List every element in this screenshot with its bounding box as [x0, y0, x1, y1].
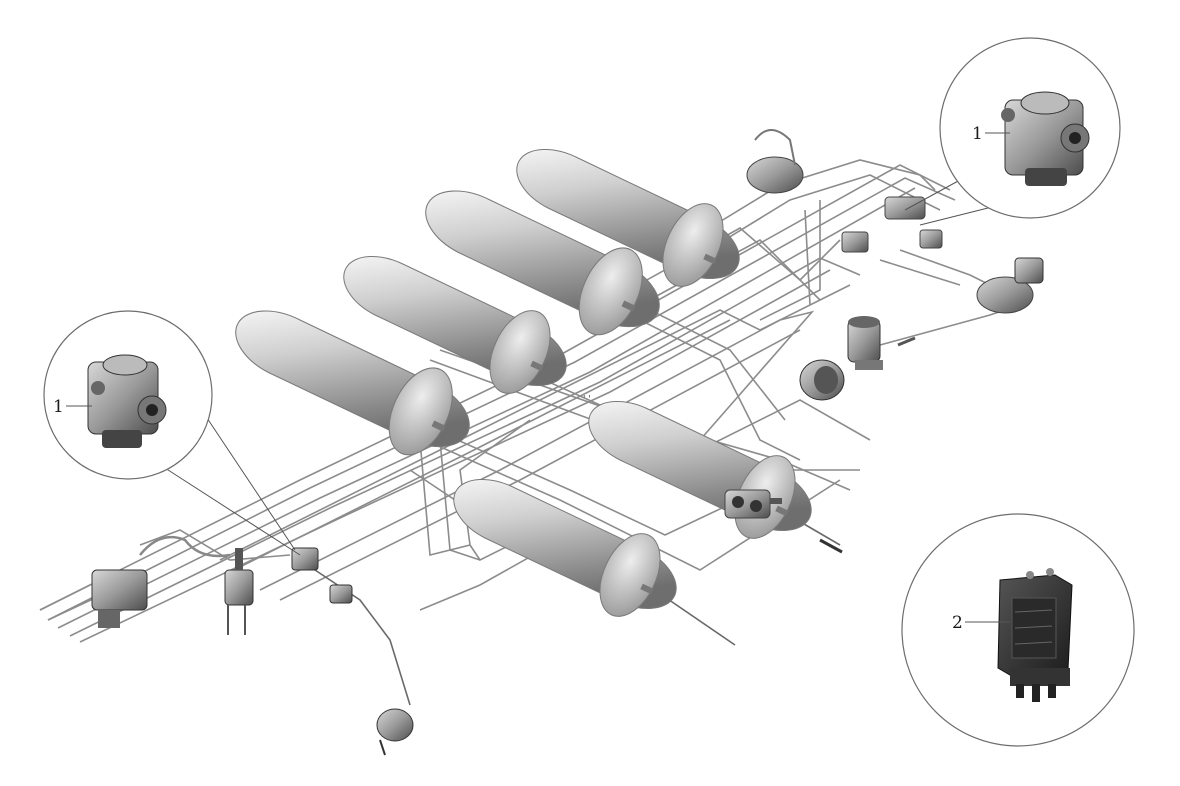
air-dryer	[847, 316, 883, 370]
small-fitting-connectors: ' '	[583, 336, 916, 554]
detail-circle-right: 1	[904, 37, 1121, 226]
air-tank-6	[453, 478, 677, 627]
brake-chamber-right	[799, 359, 845, 401]
hand-brake-valve	[224, 548, 254, 635]
protection-valve	[724, 489, 782, 519]
callout-label-2: 2	[952, 613, 963, 633]
relay-valve-upper	[841, 196, 943, 253]
callout-label-1-left: 1	[53, 397, 64, 417]
compressor-assembly	[746, 129, 804, 194]
control-module-icon	[997, 568, 1073, 702]
detail-circle-left: 1	[43, 310, 301, 556]
callout-label-1-right: 1	[972, 124, 983, 144]
brake-chamber-upper-right	[976, 257, 1044, 314]
detail-circle-ecu: 2	[901, 513, 1135, 747]
air-tank-5	[588, 400, 812, 549]
svg-text:' ': ' '	[583, 395, 591, 405]
foot-brake-valve	[91, 535, 231, 628]
brake-valve-icon	[87, 354, 167, 448]
brake-chamber-bottom	[376, 708, 414, 756]
brake-valve-icon	[1001, 91, 1090, 186]
